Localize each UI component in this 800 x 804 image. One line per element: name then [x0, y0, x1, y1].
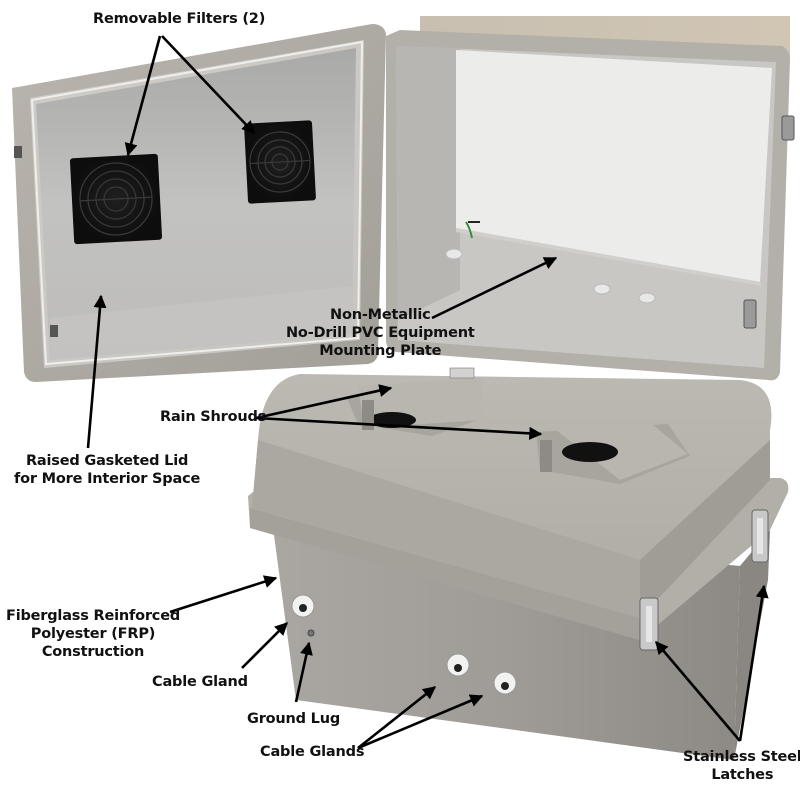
label-frp-construction: Fiberglass Reinforced Polyester (FRP) Co… [6, 608, 181, 660]
latch-icon [743, 299, 757, 329]
annotation-arrows [86, 35, 769, 750]
ground-lug [307, 629, 315, 637]
label-cable-gland: Cable Gland [152, 674, 248, 690]
cable-gland [446, 653, 470, 677]
label-raised-lid: Raised Gasketed Lid for More Interior Sp… [14, 453, 201, 487]
label-mounting-plate: Non-Metallic No-Drill PVC Equipment Moun… [286, 307, 475, 359]
filter-fan-2 [244, 120, 316, 204]
latch-front [639, 597, 659, 651]
rain-shroud-2 [536, 424, 690, 484]
cable-gland [493, 671, 517, 695]
label-stainless-latches: Stainless Steel Latches [683, 749, 800, 783]
label-rain-shrouds: Rain Shrouds [160, 409, 267, 425]
label-ground-lug: Ground Lug [247, 711, 341, 727]
label-cable-glands: Cable Glands [260, 744, 365, 760]
enclosure-closed [248, 367, 789, 760]
mounting-plate [456, 50, 772, 282]
label-removable-filters: Removable Filters (2) [93, 11, 266, 27]
latch-side [751, 509, 769, 563]
latch-icon [781, 115, 795, 141]
cable-gland [291, 594, 315, 618]
hinge-icon [14, 146, 22, 158]
filter-fan-1 [69, 153, 163, 245]
hinge-icon [50, 325, 58, 337]
